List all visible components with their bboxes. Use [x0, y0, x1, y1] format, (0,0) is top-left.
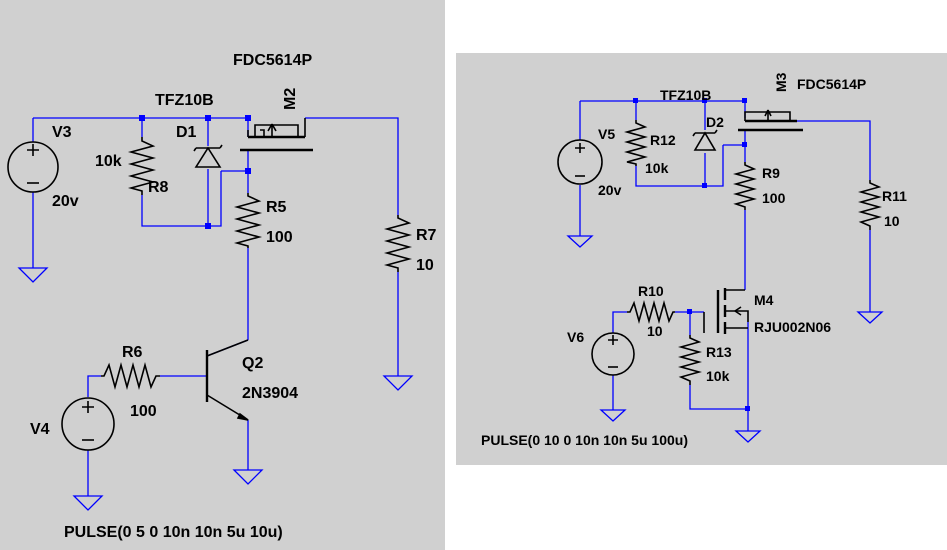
right-grounds	[566, 235, 884, 443]
left-grounds	[17, 267, 414, 511]
left-m2-part: FDC5614P	[233, 52, 312, 69]
left-r5-value: 100	[266, 229, 293, 246]
right-r12-label: R12	[650, 132, 676, 148]
right-r9-resistor	[733, 162, 757, 210]
right-r13-label: R13	[706, 344, 732, 360]
left-m2-label: M2	[282, 88, 299, 110]
right-v6-source	[591, 332, 635, 376]
left-circuit: V3 20v 10k R8 TFZ10B D1 FDC5614P M2 R5 1…	[7, 52, 437, 541]
left-r5-resistor	[233, 193, 263, 248]
left-v3-source	[7, 141, 59, 193]
left-r7-value: 10	[416, 257, 434, 274]
left-q2-part: 2N3904	[242, 385, 298, 402]
right-v5-label: V5	[598, 126, 615, 142]
right-r11-value: 10	[884, 213, 900, 229]
right-r12-resistor	[624, 120, 648, 166]
right-m4-part: RJU002N06	[754, 319, 831, 335]
left-r7-resistor	[383, 215, 413, 272]
left-d1-part: TFZ10B	[155, 92, 214, 109]
right-v5-value: 20v	[598, 182, 622, 198]
right-m3-part: FDC5614P	[797, 76, 866, 92]
right-pulse-directive: PULSE(0 10 0 10n 10n 5u 100u)	[481, 432, 688, 448]
right-m3-label: M3	[773, 72, 789, 92]
right-r12-value: 10k	[645, 160, 669, 176]
right-r9-value: 100	[762, 190, 786, 206]
right-r10-label: R10	[638, 283, 664, 299]
left-schematic-panel	[0, 0, 445, 550]
right-v5-source	[557, 139, 603, 185]
left-q2-label: Q2	[242, 355, 263, 372]
left-v3-value: 20v	[52, 193, 79, 210]
left-v3-label: V3	[52, 124, 72, 141]
right-d2-label: D2	[706, 114, 724, 130]
right-m4-label: M4	[754, 292, 774, 308]
left-r6-resistor	[101, 361, 160, 391]
right-m4-nmos	[703, 288, 749, 334]
left-r6-value: 100	[130, 403, 157, 420]
left-r8-label: R8	[148, 179, 169, 196]
left-r8-resistor	[127, 137, 157, 195]
right-junctions	[633, 98, 750, 411]
left-r8-value: 10k	[95, 153, 122, 170]
left-d1-zener	[193, 144, 223, 168]
right-schematic-panel	[456, 53, 947, 465]
left-r6-label: R6	[122, 344, 143, 361]
right-r11-label: R11	[882, 188, 907, 204]
left-junctions	[139, 115, 251, 229]
right-circuit: V5 R12 10k 20v TFZ10B D2 M3 FDC5614P R9 …	[481, 72, 907, 448]
right-d2-zener	[692, 129, 718, 151]
right-v6-label: V6	[567, 329, 584, 345]
left-m2-pmos	[240, 118, 313, 152]
left-r7-label: R7	[416, 227, 437, 244]
left-v4-source	[61, 397, 115, 451]
right-d2-part: TFZ10B	[660, 87, 711, 103]
right-r9-label: R9	[762, 165, 780, 181]
left-r5-label: R5	[266, 199, 287, 216]
right-r11-resistor	[858, 180, 882, 230]
right-m3-pmos	[738, 109, 803, 132]
right-r10-resistor	[627, 300, 675, 324]
right-r10-value: 10	[647, 323, 663, 339]
right-r13-value: 10k	[706, 368, 730, 384]
left-pulse-directive: PULSE(0 5 0 10n 10n 5u 10u)	[64, 524, 283, 541]
right-r13-resistor	[678, 335, 702, 385]
right-wires	[579, 100, 871, 431]
left-q2-npn	[205, 339, 249, 421]
left-d1-label: D1	[176, 124, 197, 141]
left-v4-label: V4	[30, 421, 50, 438]
